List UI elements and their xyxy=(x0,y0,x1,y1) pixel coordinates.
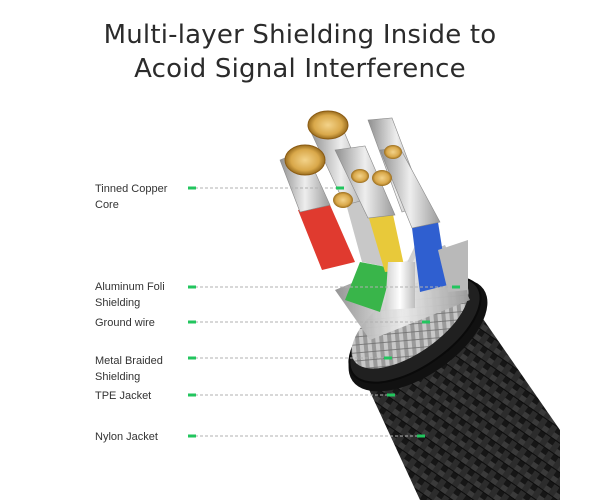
leader-lines xyxy=(188,186,460,438)
label-tpe-jacket: TPE Jacket xyxy=(95,390,152,402)
colored-wires xyxy=(298,198,468,312)
label-ground-wire: Ground wire xyxy=(95,317,155,329)
title-line-2: Acoid Signal Interference xyxy=(134,54,466,84)
tinned-copper-cores xyxy=(284,110,402,208)
title-line-1: Multi-layer Shielding Inside to xyxy=(103,20,497,50)
label-nylon-jacket: Nylon Jacket xyxy=(95,431,158,443)
page-title: Multi-layer Shielding Inside to Acoid Si… xyxy=(0,18,600,86)
label-metal-braided-shielding: Metal Braided Shielding xyxy=(95,355,163,383)
label-tinned-copper-core: Tinned Copper Core xyxy=(95,183,168,211)
label-aluminum-foli-shielding: Aluminum Foli Shielding xyxy=(95,281,165,309)
